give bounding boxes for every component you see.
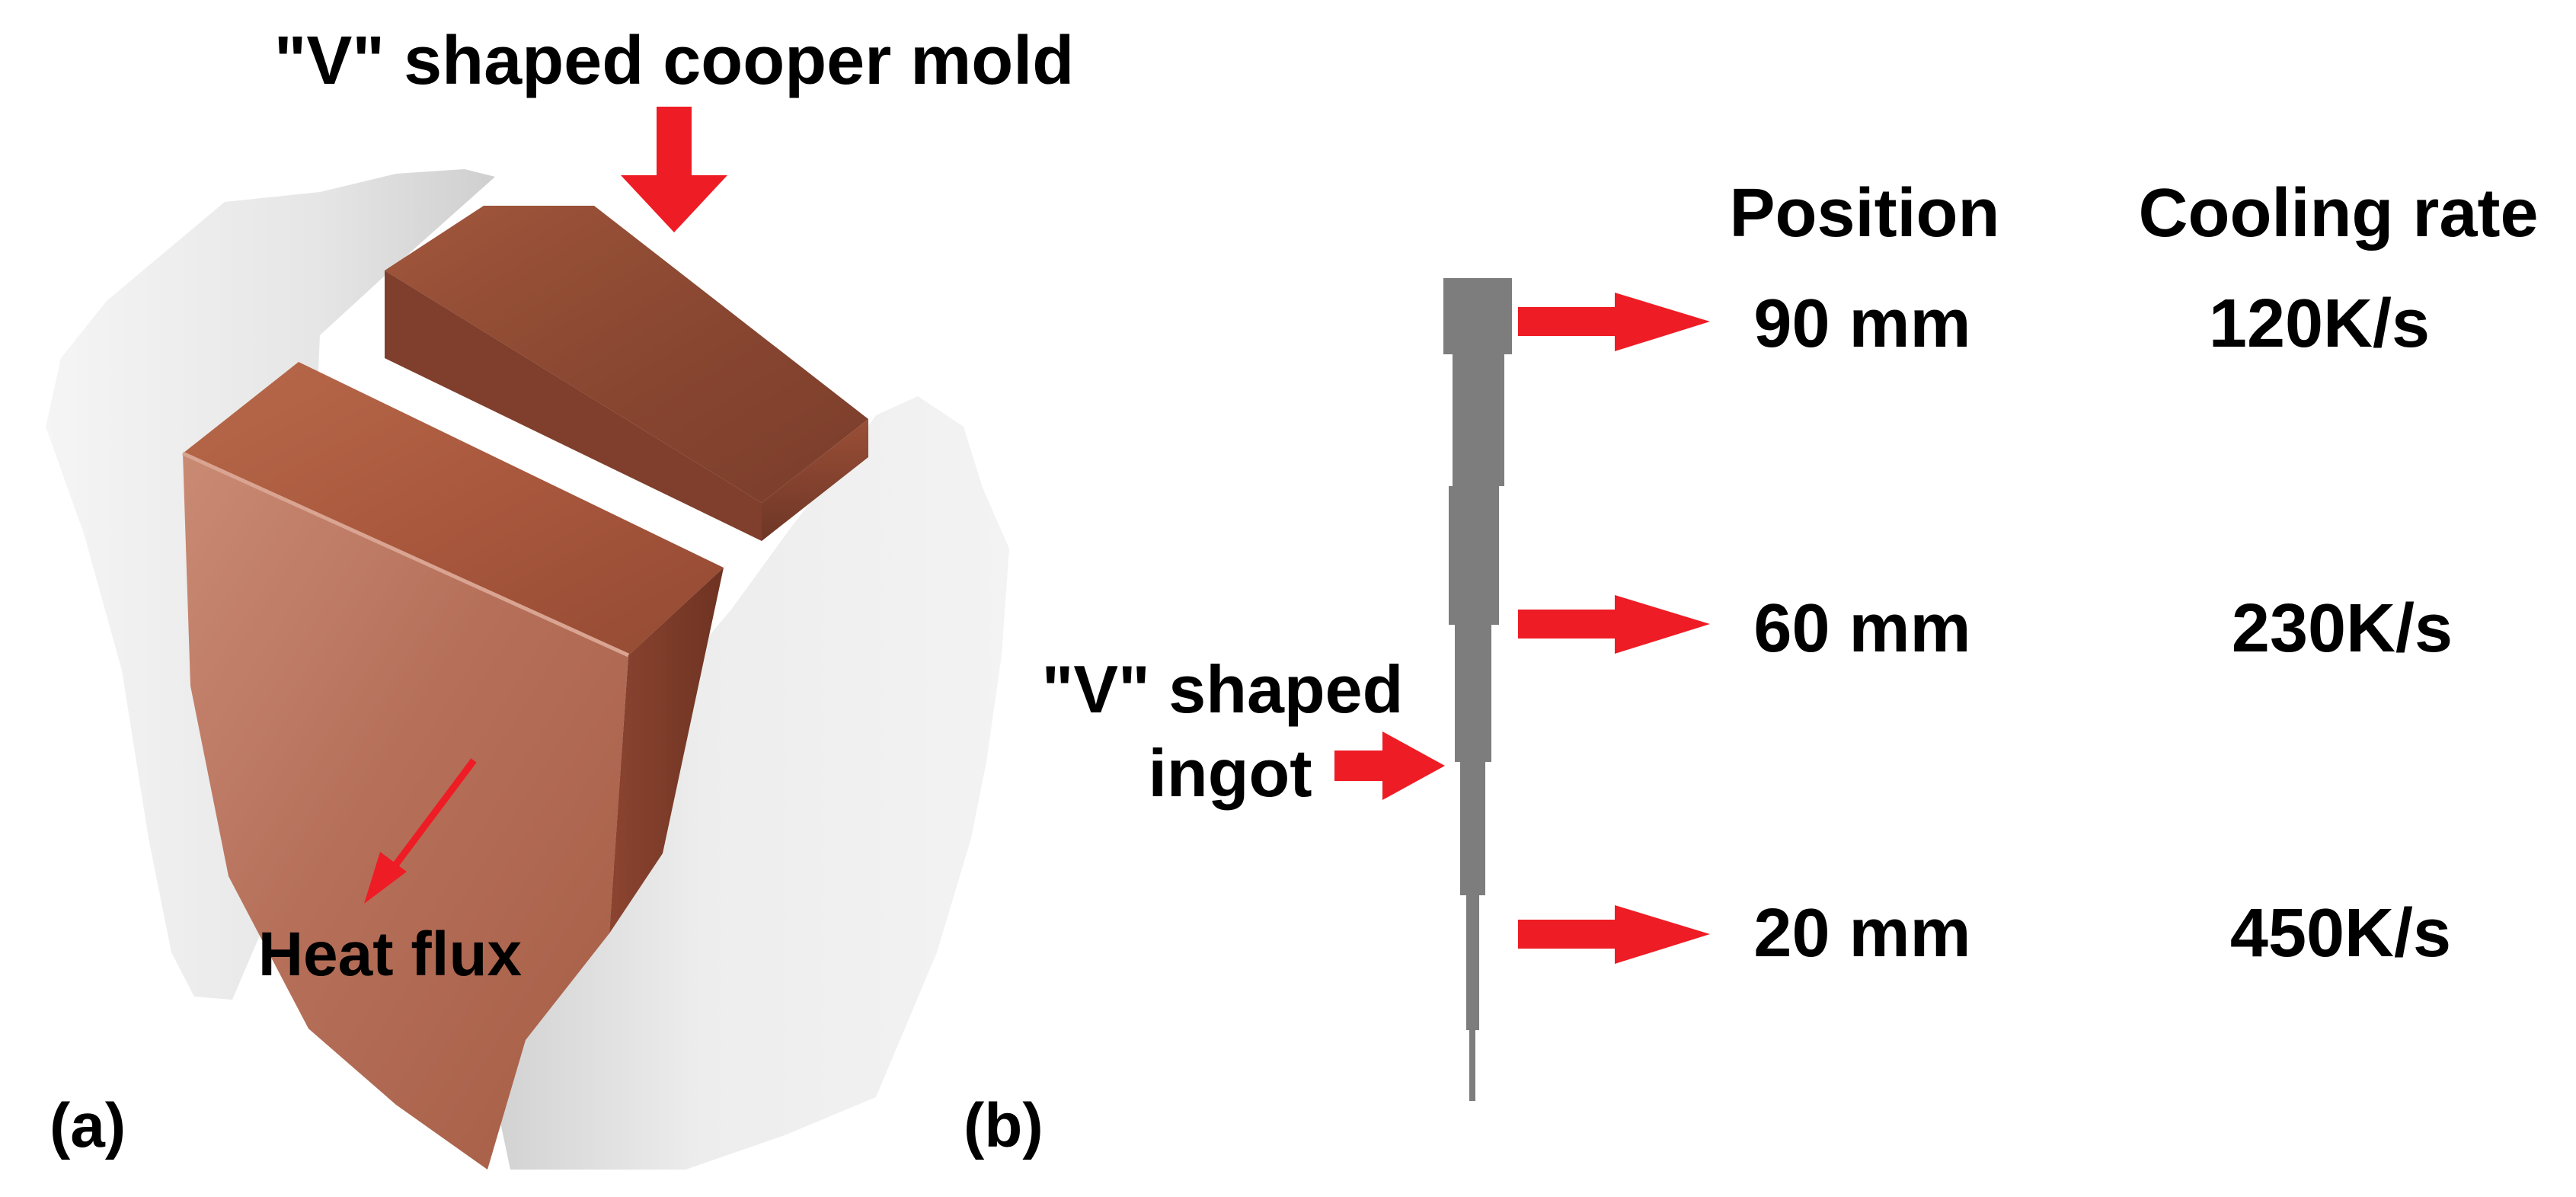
ingot-label-arrow <box>1334 731 1445 800</box>
position-arrow-20mm <box>1518 905 1710 964</box>
ingot-diagram <box>1334 278 1710 1101</box>
mold-label: "V" shaped cooper mold <box>274 23 1075 99</box>
cooling-rate-column-header: Cooling rate <box>2138 175 2538 251</box>
front-copper-top <box>183 362 724 655</box>
cooling-rate-value-row-1: 120K/s <box>2209 286 2430 362</box>
right-insulation-wall <box>495 396 1009 1170</box>
position-value-row-3: 20 mm <box>1753 895 1970 971</box>
position-column-header: Position <box>1730 175 2000 251</box>
front-copper-face <box>183 453 628 1170</box>
cooling-rate-value-row-2: 230K/s <box>2232 590 2453 667</box>
heat-flux-arrow <box>364 758 477 904</box>
position-arrow-90mm <box>1518 293 1710 351</box>
panel-b-label: (b) <box>964 1091 1044 1160</box>
back-copper-side <box>762 419 868 541</box>
position-arrow-60mm <box>1518 595 1710 654</box>
ingot-label-line2: ingot <box>1148 735 1312 811</box>
front-copper-edge <box>181 451 630 658</box>
back-copper-face <box>385 270 762 541</box>
back-copper-top <box>385 206 868 503</box>
mold-photo <box>46 107 1009 1170</box>
heat-flux-label: Heat flux <box>258 920 522 989</box>
position-value-row-1: 90 mm <box>1753 286 1970 362</box>
cooling-rate-value-row-3: 450K/s <box>2230 895 2451 971</box>
ingot-label-line1: "V" shaped <box>1042 651 1404 727</box>
front-copper-side <box>609 568 724 933</box>
position-value-row-2: 60 mm <box>1753 590 1970 667</box>
mold-label-arrow <box>621 107 727 232</box>
v-shaped-ingot <box>1443 278 1512 1101</box>
panel-a-label: (a) <box>50 1091 126 1160</box>
